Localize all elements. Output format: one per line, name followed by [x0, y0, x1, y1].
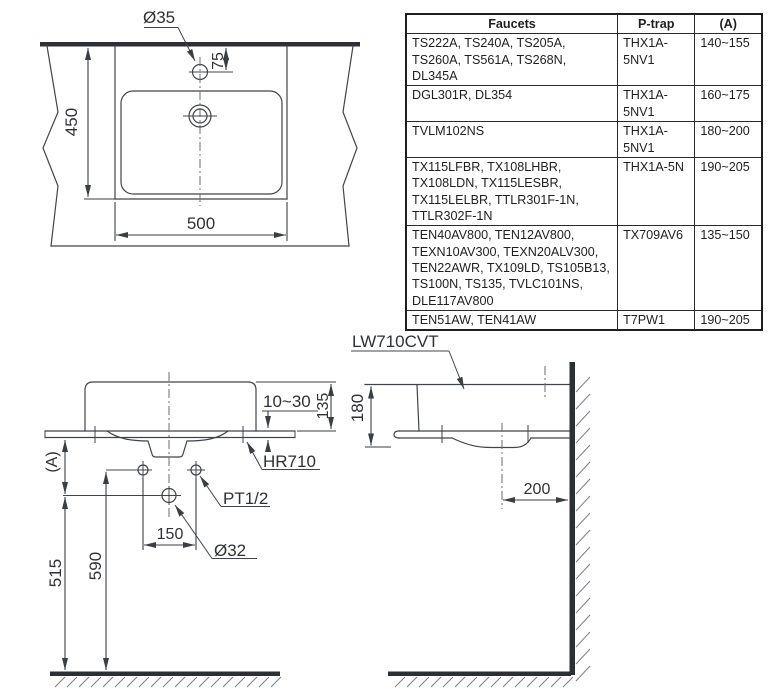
table-row: TX115LFBR, TX108LHBR, TX108LDN, TX115LES… [405, 156, 763, 227]
label-supply-thread: PT1/2 [223, 489, 268, 508]
ptrap-cell: THX1A-5N [617, 156, 696, 227]
dim-trap-height: 515 [46, 559, 65, 587]
a-cell: 190~205 [694, 156, 763, 227]
faucets-cell: TX115LFBR, TX108LHBR, TX108LDN, TX115LES… [405, 156, 619, 227]
column-header-a: (A) [694, 13, 763, 35]
table-row: TVLM102NS THX1A-5NV1 180~200 [405, 121, 763, 158]
a-cell: 190~205 [694, 310, 763, 331]
label-hanger: HR710 [263, 452, 316, 471]
dim-counter-thickness: 10~30 [263, 392, 311, 411]
a-cell: 180~200 [694, 121, 763, 158]
ptrap-cell: TX709AV6 [617, 225, 696, 312]
dim-overall-depth: 180 [348, 394, 367, 422]
dim-supply-spacing: 150 [157, 526, 184, 543]
a-cell: 140~155 [694, 33, 763, 87]
faucets-cell: TEN51AW, TEN41AW [405, 310, 619, 331]
dim-counter-to-trap: (A) [44, 451, 61, 472]
ptrap-cell: THX1A-5NV1 [617, 85, 696, 123]
dim-drain-to-wall: 200 [524, 481, 551, 498]
table-row: TEN51AW, TEN41AW T7PW1 190~205 [405, 310, 763, 331]
compatibility-table: Faucets P-trap (A) TS222A, TS240A, TS205… [405, 13, 763, 332]
dim-hole-offset: 75 [210, 52, 227, 70]
break-line-right [342, 45, 358, 247]
column-header-faucets: Faucets [405, 13, 619, 35]
faucets-cell: DGL301R, DL354 [405, 85, 619, 123]
ptrap-cell: THX1A-5NV1 [617, 33, 696, 87]
label-faucet-hole-dia: Ø35 [143, 8, 175, 27]
bowl-underside-side [451, 437, 532, 449]
table-row: TS222A, TS240A, TS205A, TS260A, TS561A, … [405, 33, 763, 87]
wall-hatching [575, 376, 591, 682]
bowl-underside [106, 430, 229, 458]
table-row: TEN40AV800, TEN12AV800, TEXN10AV300, TEX… [405, 225, 763, 312]
label-drain-dia: Ø32 [214, 541, 246, 560]
faucets-cell: TEN40AV800, TEN12AV800, TEXN10AV300, TEX… [405, 225, 619, 312]
ptrap-cell: THX1A-5NV1 [617, 121, 696, 158]
floor-hatching-front [54, 676, 282, 688]
ptrap-cell: T7PW1 [617, 310, 696, 331]
floor-hatching-side [394, 676, 574, 688]
a-cell: 135~150 [694, 225, 763, 312]
floor-line-front [50, 671, 280, 676]
sink-body-front [84, 381, 257, 432]
a-cell: 160~175 [694, 85, 763, 123]
label-model: LW710CVT [352, 332, 439, 351]
dim-rim-height: 135 [315, 393, 332, 420]
table-header-row: Faucets P-trap (A) [405, 13, 763, 35]
dim-basin-width: 500 [187, 214, 215, 233]
basin-outline [120, 90, 283, 195]
break-line-left [42, 45, 59, 247]
wall-line [40, 42, 360, 47]
front-elevation-view: (A) 515 590 10~30 135 HR710 PT1/2 Ø32 [44, 372, 336, 688]
faucets-cell: TS222A, TS240A, TS205A, TS260A, TS561A, … [405, 33, 619, 87]
faucets-cell: TVLM102NS [405, 121, 619, 158]
column-header-ptrap: P-trap [617, 13, 696, 35]
side-section-view: 180 200 LW710CVT [348, 332, 591, 688]
wall-line-side [569, 362, 575, 675]
plan-view: 450 75 Ø35 500 [40, 8, 360, 247]
dim-basin-depth: 450 [62, 108, 81, 136]
dim-supply-height: 590 [86, 552, 105, 580]
floor-line-side [388, 671, 571, 676]
table-row: DGL301R, DL354 THX1A-5NV1 160~175 [405, 85, 763, 123]
